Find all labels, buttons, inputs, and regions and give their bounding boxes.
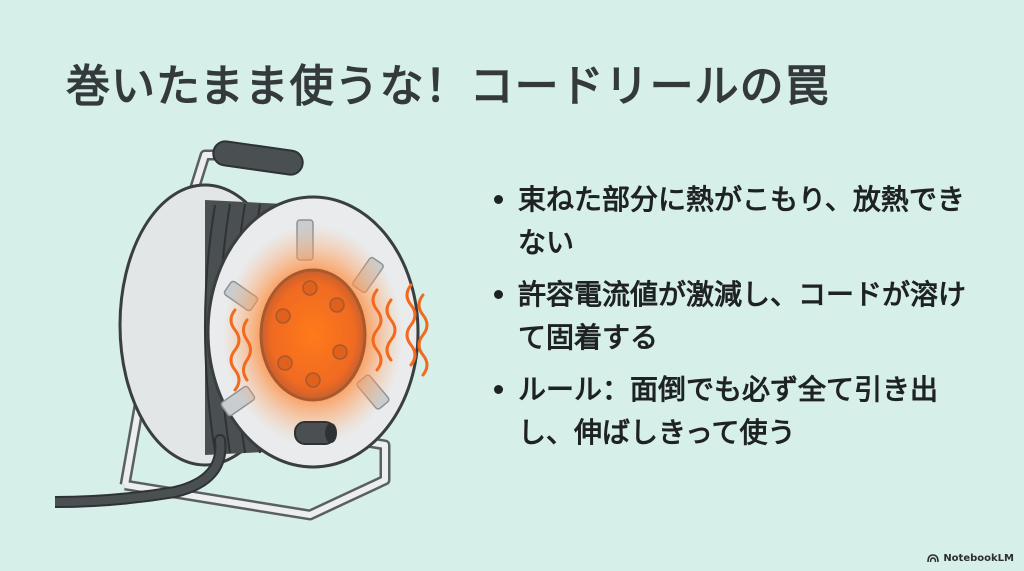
bullet-dot-icon bbox=[494, 195, 503, 204]
bullet-dot-icon bbox=[494, 385, 503, 394]
bullet-list: 束ねた部分に熱がこもり、放熱できない 許容電流値が激減し、コードが溶けて固着する… bbox=[492, 178, 992, 463]
bullet-text: 許容電流値が激減し、コードが溶けて固着する bbox=[518, 278, 967, 354]
bullet-text: 束ねた部分に熱がこもり、放熱できない bbox=[518, 183, 965, 259]
bullet-item: 束ねた部分に熱がこもり、放熱できない bbox=[492, 178, 992, 264]
slide-title: 巻いたまま使うな！コードリールの罠 bbox=[66, 61, 830, 112]
notebooklm-watermark: NotebookLM bbox=[927, 553, 1014, 564]
bullet-item: ルール：面倒でも必ず全て引き出し、伸ばしきって使う bbox=[492, 368, 992, 454]
bullet-text: ルール：面倒でも必ず全て引き出し、伸ばしきって使う bbox=[518, 373, 939, 449]
cord-reel-heat-illustration bbox=[55, 140, 429, 521]
notebooklm-logo-icon bbox=[927, 554, 940, 563]
bullet-item: 許容電流値が激減し、コードが溶けて固着する bbox=[492, 273, 992, 359]
brand-label: NotebookLM bbox=[943, 553, 1014, 564]
bullet-dot-icon bbox=[494, 290, 503, 299]
